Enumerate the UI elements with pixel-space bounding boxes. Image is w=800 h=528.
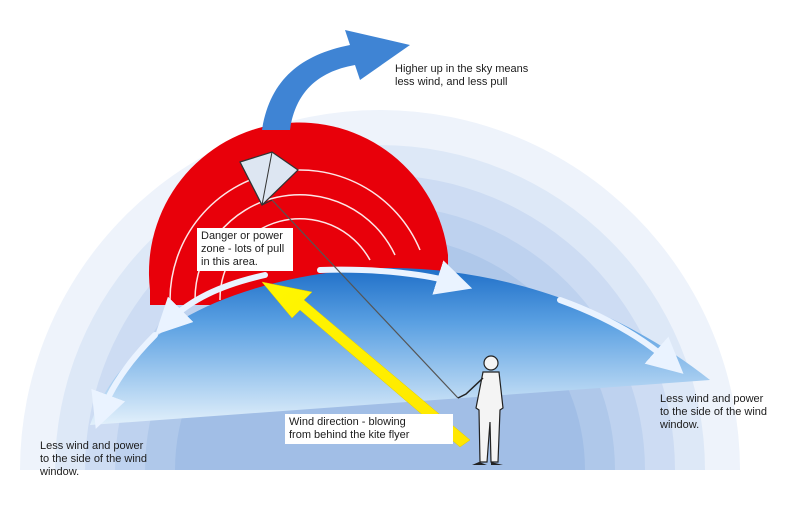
label-higher-sky: Higher up in the sky means less wind, an… bbox=[395, 63, 529, 88]
label-wind-direction: Wind direction - blowing from behind the… bbox=[285, 414, 453, 444]
kite-line bbox=[271, 199, 459, 399]
side-arrows bbox=[91, 260, 684, 429]
label-side-left: Less wind and power to the side of the w… bbox=[40, 440, 148, 478]
kite-icon bbox=[239, 151, 299, 206]
ground-plane bbox=[90, 267, 710, 425]
upward-arrow bbox=[262, 30, 410, 130]
label-power-zone: Danger or power zone - lots of pull in t… bbox=[197, 228, 293, 271]
label-side-right: Less wind and power to the side of the w… bbox=[660, 393, 768, 431]
kite-flyer-figure bbox=[457, 355, 504, 465]
